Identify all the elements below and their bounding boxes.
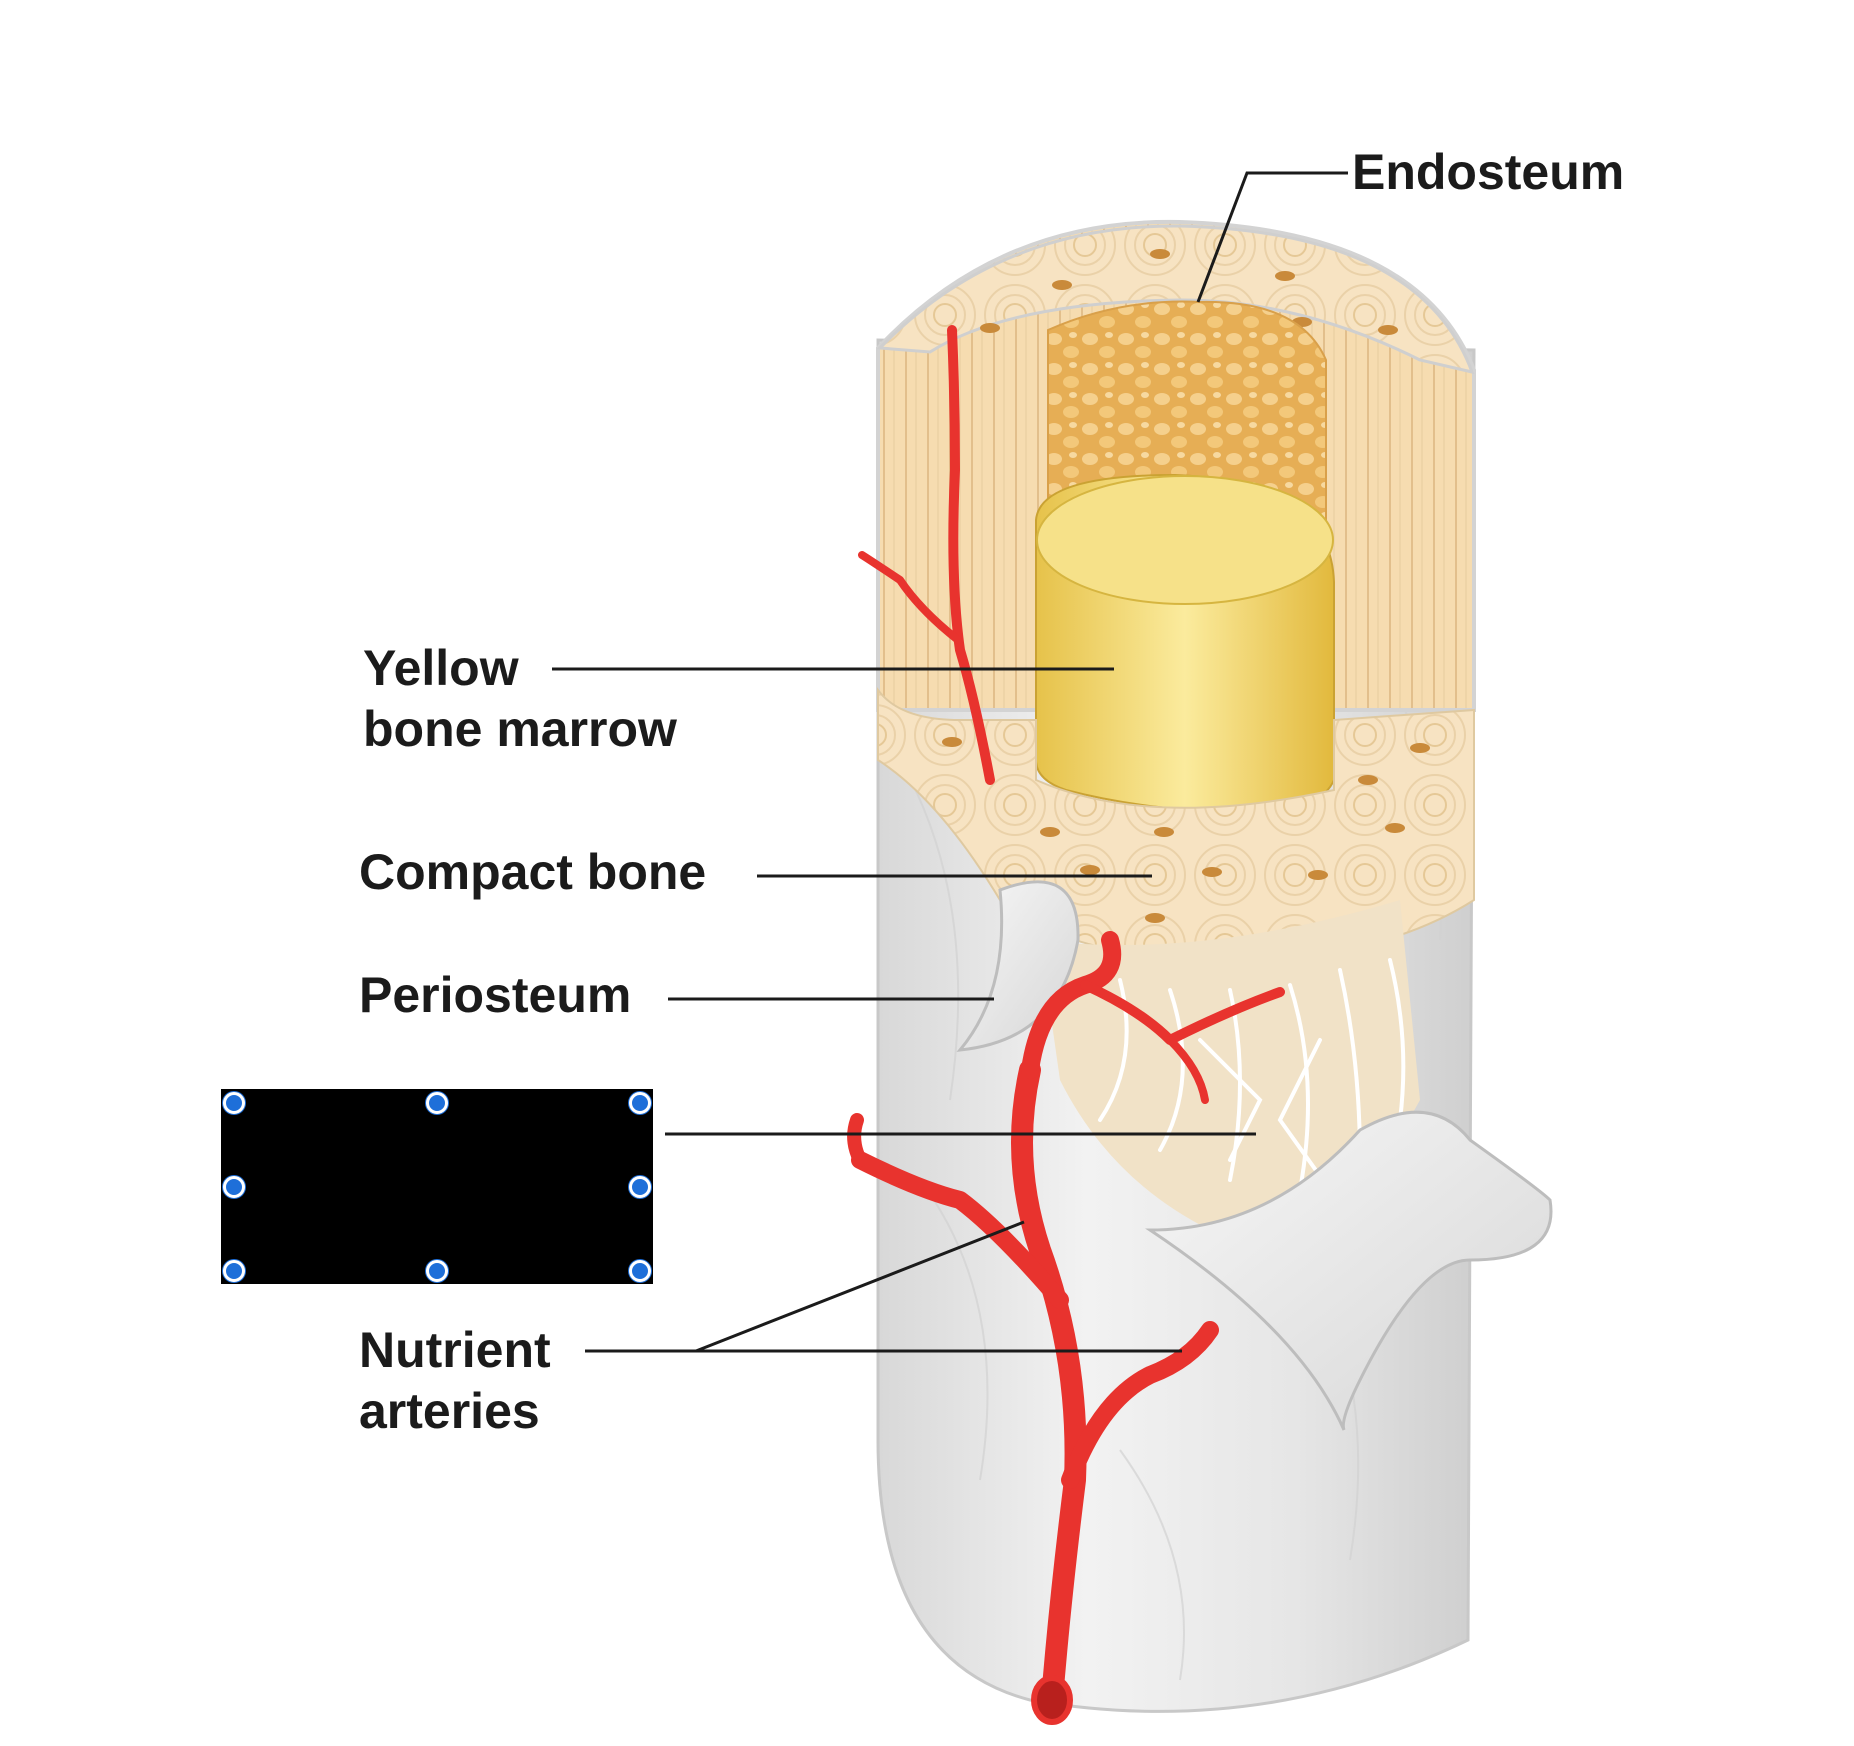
label-periosteum: Periosteum	[359, 965, 631, 1026]
resize-handle-bottom-center[interactable]	[426, 1260, 448, 1282]
resize-handle-bottom-left[interactable]	[223, 1260, 245, 1282]
label-nutrient-line2: arteries	[359, 1381, 551, 1442]
label-endosteum: Endosteum	[1352, 142, 1624, 203]
redaction-box[interactable]	[221, 1089, 653, 1284]
resize-handle-top-left[interactable]	[223, 1092, 245, 1114]
resize-handle-bottom-right[interactable]	[629, 1260, 651, 1282]
label-yellow-line2: bone marrow	[363, 699, 677, 760]
resize-handle-top-right[interactable]	[629, 1092, 651, 1114]
label-compact-bone: Compact bone	[359, 842, 706, 903]
resize-handle-middle-left[interactable]	[223, 1176, 245, 1198]
label-endosteum-text: Endosteum	[1352, 142, 1624, 203]
artery-opening	[1034, 1678, 1070, 1722]
resize-handle-middle-right[interactable]	[629, 1176, 651, 1198]
resize-handle-top-center[interactable]	[426, 1092, 448, 1114]
label-nutrient-line1: Nutrient	[359, 1320, 551, 1381]
label-yellow-line1: Yellow	[363, 638, 677, 699]
label-yellow-bone-marrow: Yellow bone marrow	[363, 638, 677, 760]
label-compact-text: Compact bone	[359, 842, 706, 903]
label-nutrient-arteries: Nutrient arteries	[359, 1320, 551, 1442]
yellow-marrow-top	[1037, 476, 1333, 604]
label-periosteum-text: Periosteum	[359, 965, 631, 1026]
